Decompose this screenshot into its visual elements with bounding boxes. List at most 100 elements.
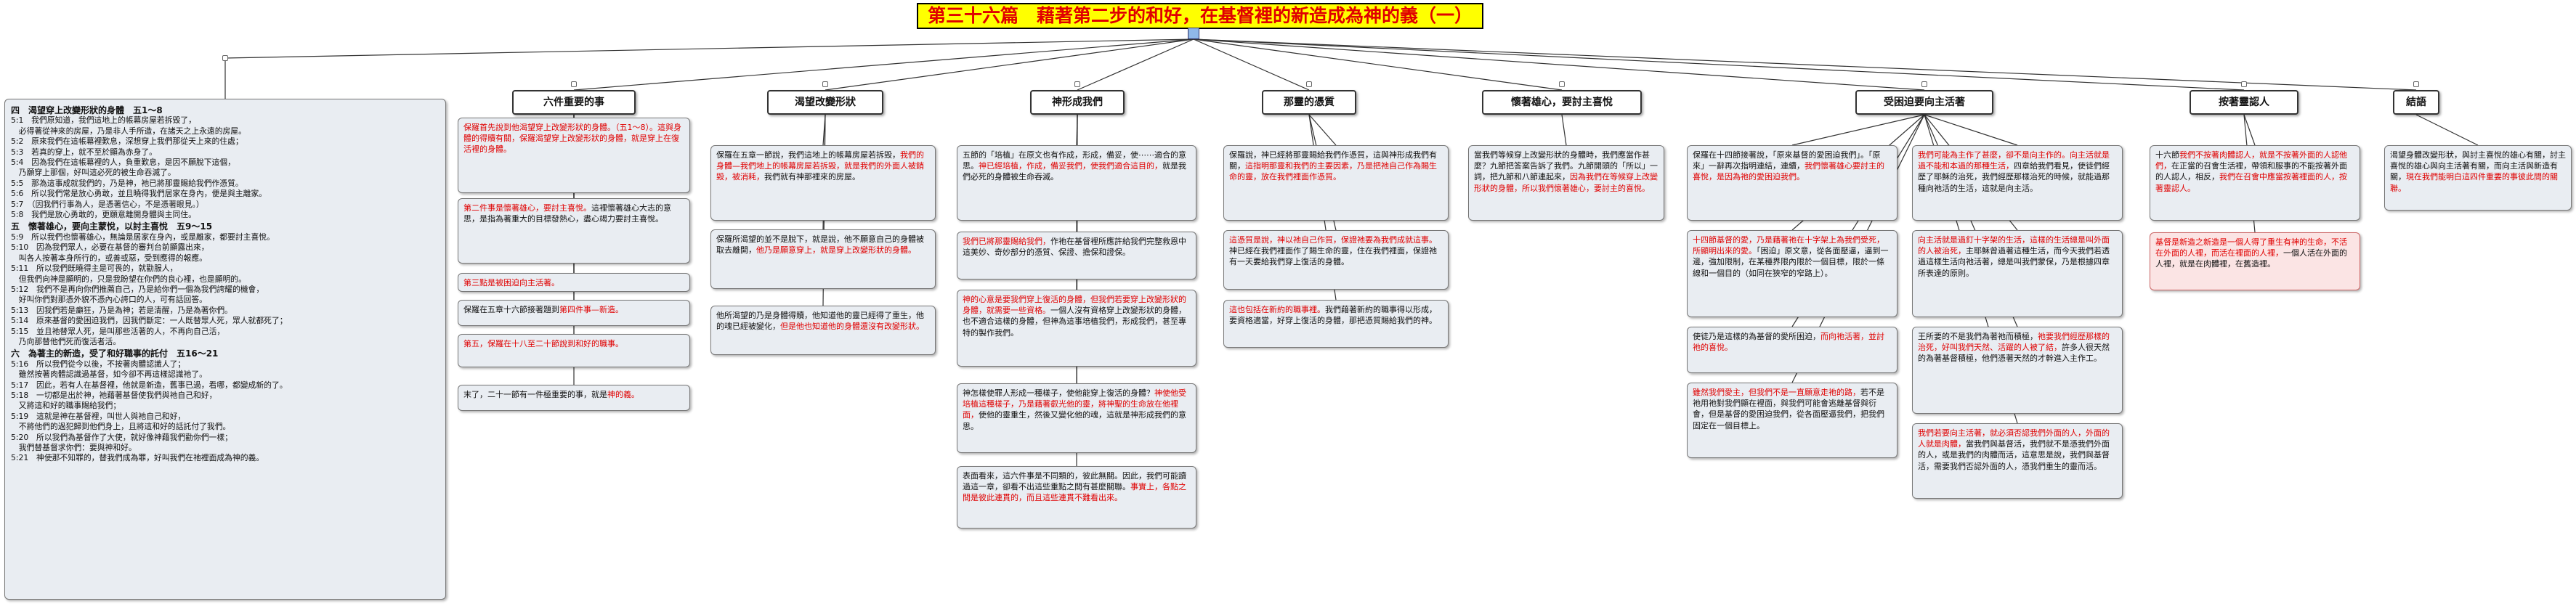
note-text: 我們就有神那裡來的房屋。 [764,172,860,182]
branch-header[interactable]: 那靈的憑質 [1262,90,1356,115]
connector-branch-to-note [822,114,826,146]
branch-header[interactable]: 渴望改變形狀 [767,90,883,115]
branch-header[interactable]: 懷著雄心，要討主喜悅 [1482,90,1642,115]
note-card[interactable]: 表面看來，這六件事是不同類的，彼此無關。因此，我們可能讀過這一章，卻看不出這些重… [957,466,1196,528]
note-text: 我們藉著新約的職事得以形成，要資格適當，好穿上復活的身體，那把憑質賜給我們的神。 [1229,305,1437,326]
connector-branch-to-note [1791,114,1925,146]
note-card[interactable]: 保羅在十四節接著說，「原來基督的愛困迫我們」。「原來」一辭再次指明連結，連續，我… [1687,145,1897,221]
note-card[interactable]: 他所渴望的乃是身體得贖，他知道他的靈已經得了重生，他的魂已經被變化，但是他也知道… [710,306,936,355]
connector-branch-to-note [2415,114,2479,146]
note-card[interactable]: 第五，保羅在十八至二十節說到和好的職事。 [458,334,690,367]
collapse-toggle-icon[interactable] [2241,81,2247,87]
note-card[interactable]: 保羅在五章十六節接著題到第四件事—新造。 [458,300,690,326]
note-text: 在正當的召會生活裡，帶領和服事的不能按著外面的人認人，相反， [2155,161,2347,182]
note-text: 作祂在基督裡所應許給我們完整救恩中這美妙、奇妙部分的憑質、保證、擔保和證保。 [963,237,1186,258]
note-text: 基督是新造之新造是一個人得了重生有神的生命，不活在外面的人裡，而活在裡面的人裡， [2155,237,2347,258]
outline-section-heading: 四 渴望穿上改變形狀的身體 五1～8 [11,105,163,115]
note-text: 這憑質是說，神以祂自己作質，保證祂要為我們成就這事。 [1229,235,1437,245]
note-card[interactable]: 使徒乃是這樣的為基督的愛所困迫，而向祂活著，並討祂的喜悅。 [1687,327,1897,373]
note-card[interactable]: 這憑質是說，神以祂自己作質，保證祂要為我們成就這事。神已經在我們裡面作了賜生命的… [1223,230,1449,290]
note-text: 一個人活在外面的人裡，就是在肉體裡，在舊造裡。 [2155,248,2347,269]
note-text: 我們不按著肉體認人，就是不按著外面的人認他們， [2155,150,2347,171]
outline-verse-line: 5:6 所以我們常是放心勇敢，並且曉得我們居家在身內，便是與主離家。 [11,189,267,199]
branch-header[interactable]: 按著靈認人 [2190,90,2298,115]
note-card[interactable]: 十六節我們不按著肉體認人，就是不按著外面的人認他們，在正當的召會生活裡，帶領和服… [2150,145,2360,221]
outline-section-heading: 五 懷著雄心，要向主蒙悅，以討主喜悅 五9～15 [11,221,213,232]
connector-root-to-branch [573,38,1194,91]
outline-verse-line: 5:1 我們原知道，我們這地上的帳幕房屋若拆毀了， [11,115,196,126]
note-card[interactable]: 向主活就是過釘十字架的生活，這樣的生活總是叫外面的人被治死，主耶穌曾過著這種生活… [1912,230,2123,317]
note-text: 主耶穌曾過著這種生活，而今天我們若透過這樣生活向祂活著，總是叫我們蒙保，乃是根據… [1918,246,2110,278]
collapse-toggle-icon[interactable] [1306,81,1312,87]
note-card[interactable]: 末了，二十一節有一件極重要的事，就是神的義。 [458,385,690,411]
note-text: 這指明那靈和我們的主要因素，乃是把祂自己作為賜生命的靈，放在我們裡面作憑質。 [1229,161,1437,182]
note-card[interactable]: 當我們等候穿上改變形狀的身體時，我們應當作甚麼？九節把答案告訴了我們。九節開頭的… [1468,145,1664,221]
note-card[interactable]: 保羅所渴望的並不是脫下，就是說，他不願意自己的身體被取去離開，他乃是願意穿上，就… [710,229,936,289]
outline-verse-line: 5:2 原來我們在這帳幕裡歎息，深想穿上我們那從天上來的住處； [11,136,243,147]
note-card[interactable]: 這也包括在新約的職事裡。我們藉著新約的職事得以形成，要資格適當，好穿上復活的身體… [1223,300,1449,348]
note-card[interactable]: 我們已將那靈賜給我們，作祂在基督裡所應許給我們完整救恩中這美妙、奇妙部分的憑質、… [957,232,1196,279]
outline-verse-line: 5:12 我們不是再向你們推薦自己，乃是給你們一個為我們誇耀的機會， [11,284,264,294]
note-text: 第三點是被困迫向主活著。 [463,278,559,287]
note-text: 雖然我們愛主，但我們不是一直願意走祂的路， [1693,388,1860,397]
connector-to-outline [224,38,1194,59]
note-text: 十四節基督的愛，乃是藉著祂在十字架上為我們受死，所顯明出來的愛。 [1693,235,1884,256]
note-card[interactable]: 第三點是被困迫向主活著。 [458,273,690,292]
note-card[interactable]: 我們可能為主作了甚麼，卻不是向主作的。向主活就是過不能和本過的那種生活，四章給我… [1912,145,2123,221]
collapse-toggle-icon[interactable] [1074,81,1080,87]
note-text: 「困迫」原文意，從各面壓逼，逼到一邊，強加限制，在某種界限內限於一個目標，限於一… [1693,246,1889,278]
note-card[interactable]: 保羅在五章一節說，我們這地上的帳幕房屋若拆毀，我們的身體—我們地上的帳幕房屋若拆… [710,145,936,221]
note-text: 若不是祂用祂對我們顯在裡面，與我們可能會逃離基督與衍會，但是基督的愛困迫我們，從… [1693,388,1884,430]
note-text: 這裡懷著雄心大志的意思，是指為著重大的目標發熱心，盡心竭力要討主喜悅。 [463,203,671,224]
collapse-toggle-icon[interactable] [1921,81,1927,87]
outline-verse-line: 5:3 若真的穿上，就不至於顯為赤身了。 [11,147,157,157]
note-text: 向主活就是過不能和本過的那種生活， [1918,150,2110,171]
outline-verse-line: 5:15 並且祂替眾人死，是叫那些活著的人，不再向自己活， [11,326,225,336]
note-card[interactable]: 保羅首先說到他渴望穿上改變形狀的身體。（五1～8）。這與身體的得贖有關，保羅渴望… [458,118,690,193]
note-card[interactable]: 神怎樣使罪人形成一種樣子，使他能穿上復活的身體？神使他受培植這種樣子，乃是藉著叡… [957,383,1196,453]
branch-header[interactable]: 神形成我們 [1030,90,1125,115]
note-text: 第五，保羅在十八至二十節說到和好的職事。 [463,339,623,348]
outline-verse-line: 5:17 因此，若有人在基督裡，他就是新造，舊事已過，看哪，都變成新的了。 [11,380,288,390]
outline-verse-line: 5:19 這就是神在基督裡，叫世人與祂自己和好， [11,411,186,421]
outline-verse-line: 必得著從神來的房屋，乃是非人手所造，在諸天之上永遠的房屋。 [11,126,246,136]
map-title[interactable]: 第三十六篇 藉著第二步的和好，在基督裡的新造成為神的義（一） [917,3,1483,29]
note-card[interactable]: 十四節基督的愛，乃是藉著祂在十字架上為我們受死，所顯明出來的愛。「困迫」原文意，… [1687,230,1897,317]
collapse-toggle-icon[interactable] [1559,81,1565,87]
note-text: 保羅首先說到他渴望穿上改變形狀的身體。（五1～8）。這與身體的得贖有關，保羅渴望… [463,123,681,155]
note-card[interactable]: 雖然我們愛主，但我們不是一直願意走祂的路，若不是祂用祂對我們顯在裡面，與我們可能… [1687,383,1897,458]
note-text: 五節的「培植」在原文也有作成，形成，備妥，使⋯⋯適合的意思。 [963,150,1186,171]
note-text: 就是我們必死的身體被生命吞滅。 [963,161,1186,182]
note-card[interactable]: 基督是新造之新造是一個人得了重生有神的生命，不活在外面的人裡，而活在裡面的人裡，… [2150,232,2360,290]
note-card[interactable]: 渴望身體改變形狀，與討主喜悅的雄心有關，討主喜悅的雄心與向主活著有關，而向主活與… [2384,145,2572,211]
note-card[interactable]: 第二件事是懷著雄心，要討主喜悅。這裡懷著雄心大志的意思，是指為著重大的目標發熱心… [458,198,690,264]
collapse-toggle-icon[interactable] [222,55,228,61]
note-text: 渴望身體改變形狀，與討主喜悅的雄心有關，討主喜悅的雄心與向主活著有關，而向主活與… [2390,150,2566,182]
note-text: 保羅在十四節接著說，「原來基督的愛困迫我們」。「原來」一辭再次指明連結，連續， [1693,150,1881,171]
note-text: 我們的身體—我們地上的帳幕房屋若拆毀，就是我們的外面人被銷毀，被消耗， [716,150,924,182]
note-text: 四章給我們看見，使徒們經歷了耶穌的治死，我們經歷那樣治死的時候，就能過那種向祂活… [1918,161,2110,193]
note-text: 神怎樣使罪人形成一種樣子，使他能穿上復活的身體？ [963,388,1154,398]
note-card[interactable]: 王所要的不是我們為著祂而積極，祂要我們經歷那樣的治死，好叫我們天然、活躍的人被了… [1912,327,2123,414]
note-card[interactable]: 我們若要向主活著，就必須否認我們外面的人，外面的人就是肉體，當我們與基督活，我們… [1912,423,2123,499]
outline-verse-line: 5:8 我們是放心勇敢的，更願意離開身體與主同住。 [11,210,196,220]
note-text: 向主活就是過釘十字架的生活，這樣的生活總是叫外面的人被治死， [1918,235,2110,256]
outline-verse-line: 5:21 神使那不知罪的，替我們成為罪，好叫我們在祂裡面成為神的義。 [11,453,264,463]
outline-verse-line: 乃願穿上那個，好叫這必死的被生命吞滅了。 [11,168,176,178]
collapse-toggle-icon[interactable] [822,81,828,87]
branch-header[interactable]: 受困迫要向主活著 [1855,90,1993,115]
outline-verse-line: 5:9 所以我們也懷著雄心，無論是居家在身內，或是離家，都要討主喜悅。 [11,232,275,242]
note-card[interactable]: 神的心意是要我們穿上復活的身體，但我們若要穿上改變形狀的身體，就需要一些資格。一… [957,290,1196,367]
note-card[interactable]: 五節的「培植」在原文也有作成，形成，備妥，使⋯⋯適合的意思。神已經培植，作成，備… [957,145,1196,221]
collapse-toggle-icon[interactable] [2413,81,2419,87]
collapse-toggle-icon[interactable] [571,81,577,87]
note-text: 當我們等候穿上改變形狀的身體時，我們應當作甚麼？九節把答案告訴了我們。九節開頭的… [1474,150,1658,182]
outline-verse-line: 5:5 那為這事成就我們的，乃是神，祂已將那靈賜給我們作憑質。 [11,178,243,188]
branch-header[interactable]: 六件重要的事 [512,90,636,115]
outline-verse-line: 但我們向神是顯明的，只是我盼望在你們的良心裡，也是顯明的。 [11,274,246,284]
connector-branch-to-note [1308,114,1337,146]
note-card[interactable]: 保羅說，神已經將那靈賜給我們作憑質，這與神形成我們有關，這指明那靈和我們的主要因… [1223,145,1449,221]
branch-header[interactable]: 結語 [2393,90,2439,115]
note-text: 因為我們在等候穿上改變形狀的身體，所以我們懷著雄心，要討主的喜悅。 [1474,172,1658,193]
